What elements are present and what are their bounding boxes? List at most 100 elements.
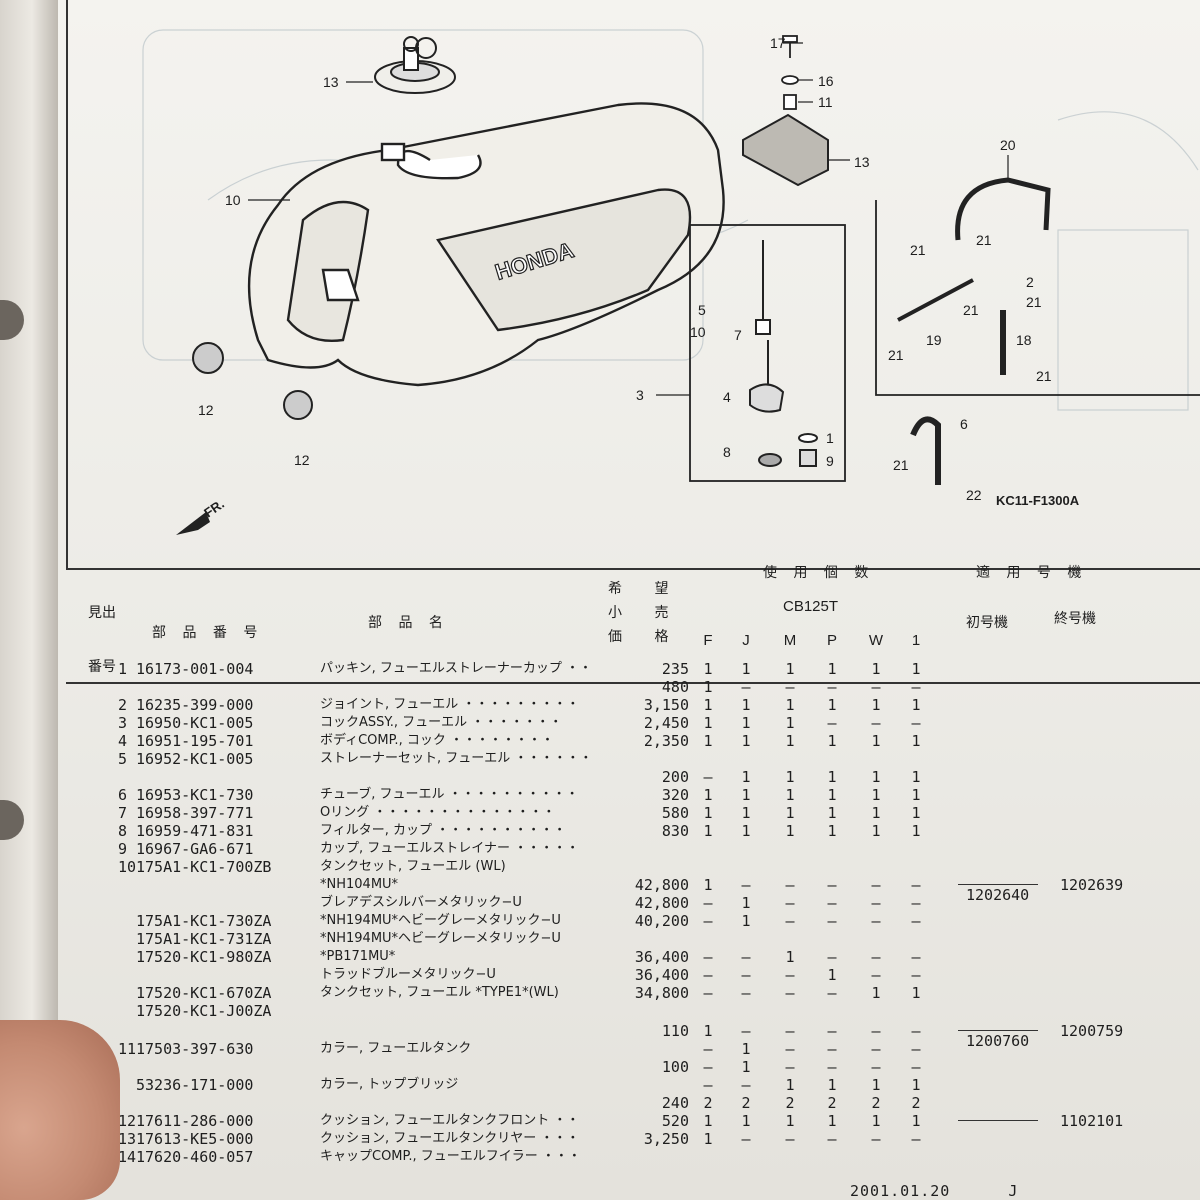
usage-qty: – <box>911 1058 921 1076</box>
price: 235 <box>661 660 689 678</box>
usage-qty: 1 <box>871 1112 881 1130</box>
serial-range-line <box>958 1030 1038 1031</box>
usage-qty: – <box>785 678 795 696</box>
usage-column-header: J <box>742 632 750 649</box>
serial-range-line <box>958 884 1038 885</box>
header-price-1: 希 望 <box>608 581 683 597</box>
header-price-3: 価 格 <box>608 629 683 645</box>
price: 200 <box>661 768 689 786</box>
price: 240 <box>661 1094 689 1112</box>
usage-qty: 1 <box>785 804 795 822</box>
callout-labels <box>248 42 1009 396</box>
ref-number: 11 <box>118 1040 137 1058</box>
usage-qty: 1 <box>871 984 881 1002</box>
usage-qty: – <box>827 876 837 894</box>
usage-qty: 1 <box>741 822 751 840</box>
price: 42,800 <box>634 876 689 894</box>
callout-5: 5 <box>698 302 706 318</box>
part-number: 16952-KC1-005 <box>136 750 254 768</box>
callout-16: 16 <box>818 73 834 89</box>
usage-qty: 1 <box>741 1112 751 1130</box>
binder-hole <box>0 800 24 840</box>
callout-21f: 21 <box>1036 368 1052 384</box>
header-first: 初号機 <box>966 615 1008 631</box>
diagram-frame <box>66 0 1200 570</box>
usage-qty: 1 <box>827 786 837 804</box>
usage-qty: 1 <box>911 1112 921 1130</box>
usage-qty: – <box>785 876 795 894</box>
usage-qty: – <box>741 1022 751 1040</box>
usage-qty: – <box>741 966 751 984</box>
usage-qty: – <box>703 912 713 930</box>
usage-qty: 1 <box>785 1112 795 1130</box>
usage-qty: – <box>871 1022 881 1040</box>
usage-qty: 1 <box>911 696 921 714</box>
part-number: 16958-397-771 <box>136 804 254 822</box>
usage-qty: 1 <box>785 714 795 732</box>
price: 36,400 <box>634 948 689 966</box>
usage-qty: 1 <box>871 768 881 786</box>
usage-qty: 2 <box>827 1094 837 1112</box>
usage-qty: 1 <box>827 768 837 786</box>
usage-qty: 1 <box>741 786 751 804</box>
part-name: コックASSY., フューエル ・・・・・・・ <box>320 715 563 730</box>
usage-qty: 2 <box>871 1094 881 1112</box>
ref-number: 9 <box>118 840 128 858</box>
usage-qty: – <box>911 948 921 966</box>
ref-number: 10 <box>118 858 137 876</box>
usage-qty: – <box>911 966 921 984</box>
usage-qty: – <box>911 1040 921 1058</box>
price: 320 <box>661 786 689 804</box>
part-name: ボディCOMP., コック ・・・・・・・・ <box>320 733 554 748</box>
price: 42,800 <box>634 894 689 912</box>
serial-last: 1202639 <box>1060 876 1124 894</box>
usage-qty: – <box>703 966 713 984</box>
usage-qty: 1 <box>741 894 751 912</box>
callout-11: 11 <box>818 94 833 110</box>
usage-qty: – <box>871 1058 881 1076</box>
usage-qty: 1 <box>911 822 921 840</box>
header-price-2: 小 売 <box>608 605 683 621</box>
usage-qty: 1 <box>871 732 881 750</box>
parts-table: 見出 番号 部 品 番 号 部 品 名 希 望 小 売 価 格 使 用 個 数 … <box>58 560 1200 1200</box>
part-name: Oリング ・・・・・・・・・・・・・・ <box>320 805 556 820</box>
callout-10: 10 <box>225 192 241 208</box>
usage-qty: 1 <box>911 804 921 822</box>
usage-qty: – <box>827 1130 837 1148</box>
ref-number: 14 <box>118 1148 137 1166</box>
fuel-cap <box>374 36 456 94</box>
usage-column-header: P <box>826 632 837 649</box>
usage-qty: 1 <box>827 696 837 714</box>
usage-qty: 1 <box>741 714 751 732</box>
part-name: ジョイント, フューエル ・・・・・・・・・ <box>320 697 580 712</box>
usage-qty: – <box>785 1130 795 1148</box>
callout-22: 22 <box>966 487 982 503</box>
price: 520 <box>661 1112 689 1130</box>
usage-qty: 2 <box>703 1094 713 1112</box>
usage-qty: 1 <box>871 786 881 804</box>
thumb <box>0 1020 120 1200</box>
usage-qty: 1 <box>911 768 921 786</box>
callout-21g: 21 <box>893 457 909 473</box>
serial-last: 1200759 <box>1060 1022 1124 1040</box>
part-name: パッキン, フューエルストレーナーカップ ・・ <box>320 661 593 676</box>
usage-qty: – <box>827 1040 837 1058</box>
part-name: ストレーナーセット, フューエル ・・・・・・ <box>320 751 593 766</box>
usage-qty: 1 <box>703 1130 713 1148</box>
price: 100 <box>661 1058 689 1076</box>
usage-qty: – <box>741 678 751 696</box>
part-name: チューブ, フューエル ・・・・・・・・・・ <box>320 787 579 802</box>
usage-column-header: 1 <box>911 632 921 649</box>
usage-qty: – <box>785 1058 795 1076</box>
callout-21c: 21 <box>963 302 979 318</box>
usage-qty: – <box>741 948 751 966</box>
usage-qty: 1 <box>911 984 921 1002</box>
usage-qty: 1 <box>703 804 713 822</box>
part-number: 17520-KC1-980ZA <box>136 948 272 966</box>
usage-qty: – <box>871 678 881 696</box>
usage-qty: 1 <box>827 732 837 750</box>
part-name: トラッドブルーメタリック−U <box>320 967 496 982</box>
part-name: クッション, フューエルタンクフロント ・・ <box>320 1113 580 1128</box>
part-number: 175A1-KC1-730ZA <box>136 912 272 930</box>
part-name: ブレアデスシルバーメタリック−U <box>320 895 522 910</box>
